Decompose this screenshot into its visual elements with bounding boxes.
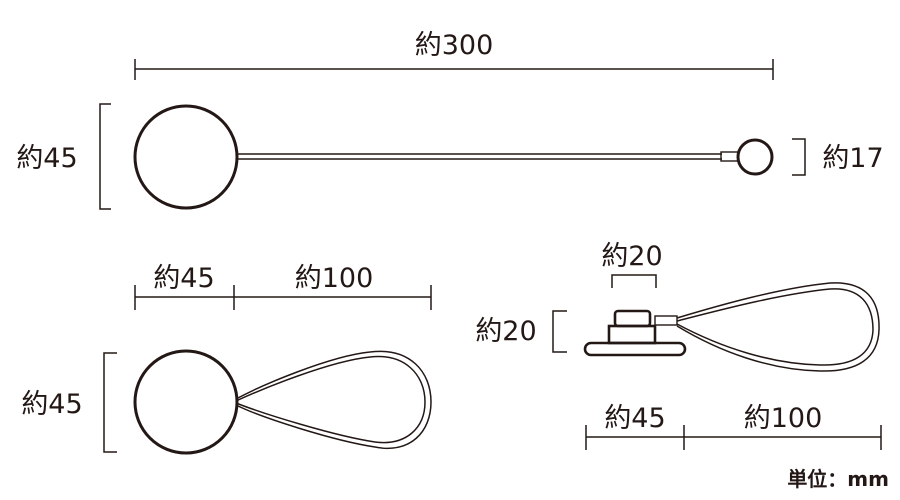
top-left-height-dimension: 約45	[16, 103, 111, 210]
top-figure: 約300 約45 約17	[16, 30, 884, 210]
bl-loop-width-label: 約100	[295, 263, 374, 294]
suction-holder	[583, 309, 687, 357]
holder-body	[607, 324, 657, 345]
bl-width-dimensions: 約45 約100	[134, 263, 432, 310]
top-right-height-label: 約17	[822, 143, 883, 174]
br-cap-width-label: 約20	[601, 241, 662, 272]
br-base-width-label: 約45	[604, 403, 665, 434]
br-cap-width-dimension: 約20	[601, 241, 663, 288]
small-ball	[736, 138, 774, 176]
bottom-left-figure: 約45 約100 約45	[21, 263, 432, 455]
top-left-height-label: 約45	[16, 143, 77, 174]
cord-clip	[720, 151, 739, 162]
bottom-right-figure: 約20 約20 約45 約100	[475, 241, 882, 450]
top-width-dimension: 約300	[134, 30, 774, 80]
br-cord-loop	[676, 282, 880, 372]
base-plate	[583, 341, 687, 357]
unit-label: 単位：mm	[787, 467, 889, 491]
br-cord-clip	[654, 315, 678, 326]
br-width-dimensions: 約45 約100	[585, 403, 882, 450]
bl-ball-width-label: 約45	[153, 263, 214, 294]
top-width-label: 約300	[415, 30, 494, 61]
bl-height-label: 約45	[21, 389, 82, 420]
top-right-height-dimension: 約17	[792, 138, 884, 176]
bl-height-dimension: 約45	[21, 352, 117, 453]
bl-ball	[133, 349, 239, 455]
br-height-label: 約20	[475, 316, 536, 347]
br-loop-width-label: 約100	[744, 403, 823, 434]
large-ball	[133, 104, 239, 210]
bl-cord-loop	[235, 350, 432, 450]
holder-cap	[613, 309, 652, 328]
straight-cord	[237, 151, 739, 162]
br-height-dimension: 約20	[475, 310, 567, 353]
